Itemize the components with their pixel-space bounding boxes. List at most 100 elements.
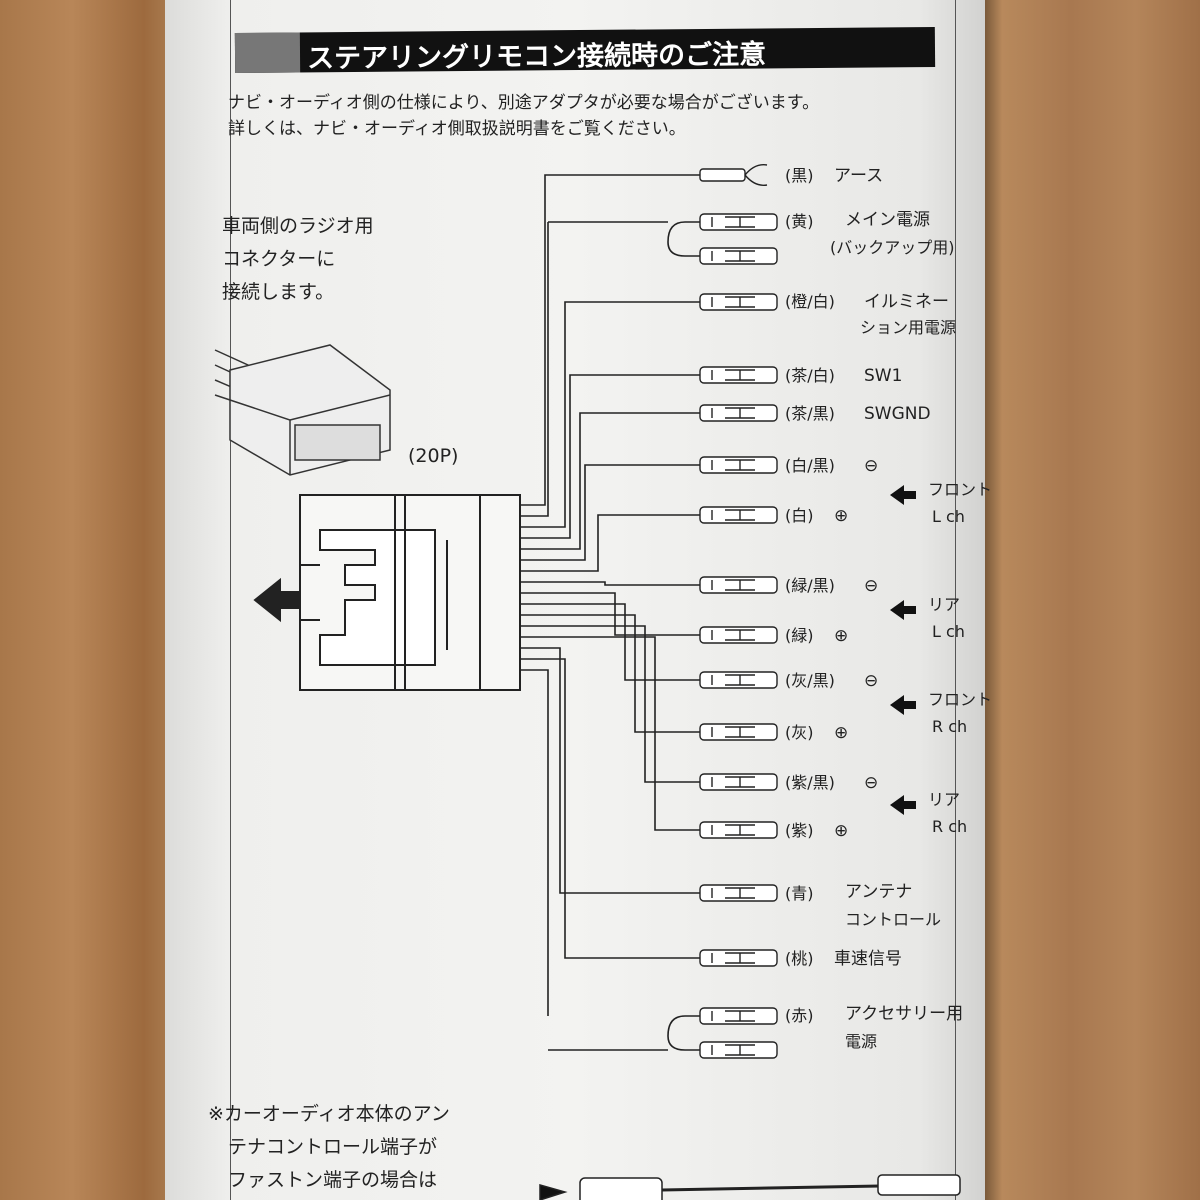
wire-label: SW1: [864, 366, 902, 386]
terminal-icon: [699, 723, 778, 741]
wire-color: (白/黒): [785, 456, 835, 475]
speaker-name: フロント: [928, 690, 992, 709]
wire-line: [520, 658, 700, 959]
speaker-channel: R ch: [932, 817, 967, 836]
note-line: 詳しくは、ナビ・オーディオ側取扱説明書をご覧ください。: [228, 119, 686, 139]
wire-label: ⊕: [834, 626, 848, 646]
wire-line: [520, 581, 700, 586]
wire-color: (緑): [785, 626, 814, 645]
speaker-group: リア L ch: [890, 595, 965, 641]
terminal-icon: [699, 821, 778, 839]
wire-color: (黄): [785, 212, 814, 231]
wire-label: イルミネー: [864, 292, 949, 312]
terminal-icon: [699, 456, 778, 474]
wire-label: SWGND: [864, 404, 931, 424]
wire-line: [520, 636, 700, 831]
wire-label: ⊖: [864, 773, 878, 793]
vehicle-note: 接続します。: [222, 281, 334, 303]
speaker-channel: R ch: [932, 717, 967, 736]
wire-line: [520, 514, 700, 572]
wire-color: (灰/黒): [785, 671, 835, 690]
wire-color: (灰): [785, 723, 814, 742]
terminal-icon: [699, 949, 778, 967]
terminal-icon: [699, 293, 778, 311]
wire-label: ⊕: [834, 821, 848, 841]
wire-label: アンテナ: [845, 882, 912, 902]
wire-line: [520, 614, 700, 733]
wire-label-2: 電源: [845, 1032, 877, 1051]
wire-line: [520, 374, 700, 539]
terminal-icon: [699, 213, 778, 231]
wire-4: (茶/黒) SWGND: [520, 404, 931, 550]
speaker-name: フロント: [928, 480, 992, 499]
harness-connector: [253, 494, 521, 691]
wire-color: (緑/黒): [785, 576, 835, 595]
wire-label-2: (バックアップ用): [830, 238, 955, 257]
wire-label: ⊖: [864, 671, 878, 691]
terminal-icon: [699, 626, 778, 644]
terminal-icon: [699, 1041, 778, 1059]
arrow-icon: [890, 795, 916, 815]
wire-label: ⊖: [864, 576, 878, 596]
footnote: テナコントロール端子が: [228, 1136, 437, 1158]
wire-9: (灰/黒) ⊖: [520, 603, 878, 691]
wire-line: [520, 301, 700, 528]
wire-color: (茶/黒): [785, 404, 835, 423]
wire-line: [520, 174, 700, 506]
footnote: ※カーオーディオ本体のアン: [208, 1103, 450, 1125]
wire-line: [520, 221, 700, 517]
wire-14: (桃)車速信号: [520, 658, 902, 969]
vehicle-note: コネクターに: [222, 248, 335, 270]
terminal-icon: [699, 773, 778, 791]
footnote: ファストン端子の場合は: [228, 1169, 437, 1191]
ring-terminal-icon: [699, 164, 768, 186]
border-line: [230, 0, 231, 1200]
wire-color: (桃): [785, 949, 814, 968]
wire-label: ⊕: [834, 506, 848, 526]
wire-line: [520, 412, 700, 550]
connector-label: (20P): [408, 445, 458, 467]
terminal-icon: [699, 506, 778, 524]
wire-label-2: コントロール: [845, 910, 941, 929]
speaker-channel: L ch: [932, 622, 965, 641]
wire-label: ⊕: [834, 723, 848, 743]
wire-3: (茶/白) SW1: [520, 366, 902, 539]
terminal-icon: [699, 247, 778, 265]
wire-7: (緑/黒) ⊖: [520, 576, 878, 596]
speaker-channel: L ch: [932, 507, 965, 526]
note-line: ナビ・オーディオ側の仕様により、別途アダプタが必要な場合がございます。: [228, 93, 820, 113]
wire-label: メイン電源: [845, 210, 930, 230]
arrow-icon: [890, 695, 916, 715]
terminal-icon: [699, 884, 778, 902]
wire-color: (紫/黒): [785, 773, 835, 792]
wire-color: (赤): [785, 1006, 814, 1025]
wire-color: (茶/白): [785, 366, 835, 385]
terminal-icon: [699, 404, 778, 422]
wire-label: ⊖: [864, 456, 878, 476]
vehicle-note: 車両側のラジオ用: [222, 215, 374, 237]
wire-color: (黒): [785, 166, 814, 185]
speaker-group: フロント R ch: [890, 690, 992, 736]
wire-6: (白) ⊕: [520, 506, 848, 572]
speaker-name: リア: [928, 595, 960, 614]
speaker-group: リアR ch: [890, 790, 967, 836]
wire-label: アクセサリー用: [845, 1004, 963, 1024]
wire-color: (紫): [785, 821, 814, 840]
wire-line: [520, 669, 700, 1051]
terminal-icon: [699, 366, 778, 384]
border-line: [955, 0, 956, 1200]
wire-1: (黄) メイン電源 (バックアップ用): [520, 210, 955, 517]
wire-10: (灰) ⊕: [520, 614, 848, 743]
wire-11: (紫/黒) ⊖: [520, 625, 878, 793]
wire-color: (白): [785, 506, 814, 525]
arrow-icon: [890, 485, 916, 505]
wire-5: (白/黒) ⊖: [520, 456, 878, 561]
arrow-icon: [890, 600, 916, 620]
wood-background: [985, 0, 1200, 1200]
wire-label-2: ション用電源: [860, 318, 956, 337]
wire-color: (青): [785, 884, 814, 903]
wire-12: (紫) ⊕: [520, 636, 848, 841]
